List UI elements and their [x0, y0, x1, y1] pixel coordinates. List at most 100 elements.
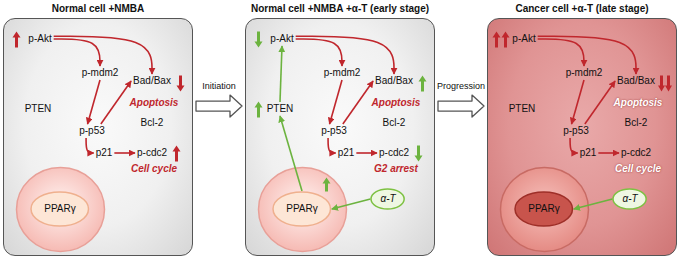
- cell-drawing: [13, 32, 185, 252]
- compound-ellipse: α-T: [370, 188, 405, 210]
- pathway-arrow: [538, 39, 584, 66]
- node-text: PPARγ: [44, 203, 76, 215]
- node-text: Bcl-2: [625, 117, 648, 129]
- pathway-arrow: [328, 138, 336, 153]
- pathway-arrow: [343, 81, 373, 124]
- compound-ellipse: α-T: [612, 188, 647, 210]
- pathway-arrow: [585, 81, 615, 124]
- node-text: Bad/Bax: [617, 75, 655, 87]
- nucleus: [17, 168, 105, 252]
- node-text: PTEN: [509, 103, 536, 115]
- node-text: p-Akt: [270, 33, 293, 45]
- nucleus: [501, 168, 589, 252]
- node-text: Bcl-2: [141, 117, 164, 129]
- outcome-label: Apoptosis: [130, 97, 179, 109]
- pathway-arrow: [54, 36, 152, 74]
- increase-arrow: [502, 32, 510, 48]
- node-text: p-p53: [321, 125, 347, 137]
- increase-arrow: [323, 178, 331, 192]
- pathway-arrow: [356, 152, 377, 154]
- outcome-label: Apoptosis: [372, 97, 421, 109]
- receptor-ellipse: PPARγ: [272, 191, 332, 227]
- receptor-ellipse: PPARγ: [514, 191, 574, 227]
- protein-label: p21: [94, 146, 115, 160]
- increase-arrow: [173, 146, 181, 162]
- decrease-arrow: [415, 146, 423, 162]
- node-text: PTEN: [25, 103, 52, 115]
- pathway-arrow: [54, 39, 100, 66]
- node-text: p-cdc2: [137, 147, 167, 159]
- decrease-arrow: [658, 76, 665, 92]
- node-text: p-p53: [563, 125, 589, 137]
- protein-label: PTEN: [507, 102, 538, 116]
- protein-label: p-p53: [561, 124, 591, 138]
- protein-label: p-cdc2: [619, 146, 653, 160]
- node-text: Bcl-2: [383, 117, 406, 129]
- pathway-arrow: [572, 80, 584, 124]
- protein-label: p-Akt: [268, 32, 295, 46]
- ellipse-shape: [613, 189, 646, 209]
- node-text: p-mdm2: [324, 67, 361, 79]
- outcome-label: Cell cycle: [131, 163, 177, 175]
- node-text: p21: [96, 147, 113, 159]
- nucleus: [259, 168, 347, 252]
- protein-label: p-cdc2: [135, 146, 169, 160]
- protein-label: p21: [336, 146, 357, 160]
- ellipse-shape: [273, 192, 331, 226]
- decrease-arrow: [665, 76, 672, 92]
- outcome-label: Cell cycle: [615, 163, 661, 175]
- protein-label: p-p53: [319, 124, 349, 138]
- increase-arrow: [419, 76, 427, 92]
- protein-label: p-Akt: [26, 32, 53, 46]
- protein-label: p-p53: [77, 124, 107, 138]
- node-text: PTEN: [267, 103, 294, 115]
- node-text: α-T: [380, 193, 395, 205]
- progression-arrow: [196, 95, 242, 117]
- outcome-label: Apoptosis: [614, 97, 663, 109]
- panel-title: Normal cell +NMBA +α-T (early stage): [226, 2, 454, 15]
- pathway-arrow: [574, 199, 613, 209]
- pathway-arrow: [114, 152, 135, 154]
- node-text: p-cdc2: [379, 147, 409, 159]
- node-text: p21: [580, 147, 597, 159]
- node-text: p21: [338, 147, 355, 159]
- receptor-ellipse: PPARγ: [30, 191, 90, 227]
- pathway-arrow: [538, 36, 636, 74]
- node-text: Bad/Bax: [133, 75, 171, 87]
- progression-arrow: [438, 95, 484, 117]
- node-text: PPARγ: [528, 203, 560, 215]
- pathway-arrow: [101, 81, 131, 124]
- protein-label: PTEN: [23, 102, 54, 116]
- protein-label: Bad/Bax: [131, 74, 173, 88]
- protein-label: p-cdc2: [377, 146, 411, 160]
- decrease-arrow: [255, 32, 263, 48]
- ellipse-shape: [31, 192, 89, 226]
- protein-label: PTEN: [265, 102, 296, 116]
- protein-label: Bcl-2: [381, 116, 408, 130]
- node-text: p-cdc2: [621, 147, 651, 159]
- pathway-arrow: [296, 39, 342, 66]
- ellipse-shape: [371, 189, 404, 209]
- pathway-arrow: [296, 36, 394, 74]
- stage-label: Progression: [437, 81, 485, 92]
- pathway-arrow: [598, 152, 619, 154]
- pathway-arrow: [570, 138, 578, 153]
- decrease-arrow: [177, 76, 185, 92]
- pathway-arrow: [280, 116, 302, 191]
- protein-label: Bad/Bax: [373, 74, 415, 88]
- pathway-arrow: [330, 80, 342, 124]
- protein-label: p-mdm2: [564, 66, 605, 80]
- protein-label: p-Akt: [510, 32, 537, 46]
- node-text: PPARγ: [286, 203, 318, 215]
- protein-label: Bcl-2: [623, 116, 650, 130]
- pathway-arrow: [88, 80, 100, 124]
- panel-title: Normal cell +NMBA: [0, 2, 212, 15]
- node-text: p-mdm2: [566, 67, 603, 79]
- ellipse-shape: [515, 192, 573, 226]
- protein-label: p-mdm2: [322, 66, 363, 80]
- increase-arrow: [255, 102, 263, 118]
- cell-drawing: [255, 32, 427, 252]
- increase-arrow: [13, 32, 21, 48]
- node-text: p-Akt: [28, 33, 51, 45]
